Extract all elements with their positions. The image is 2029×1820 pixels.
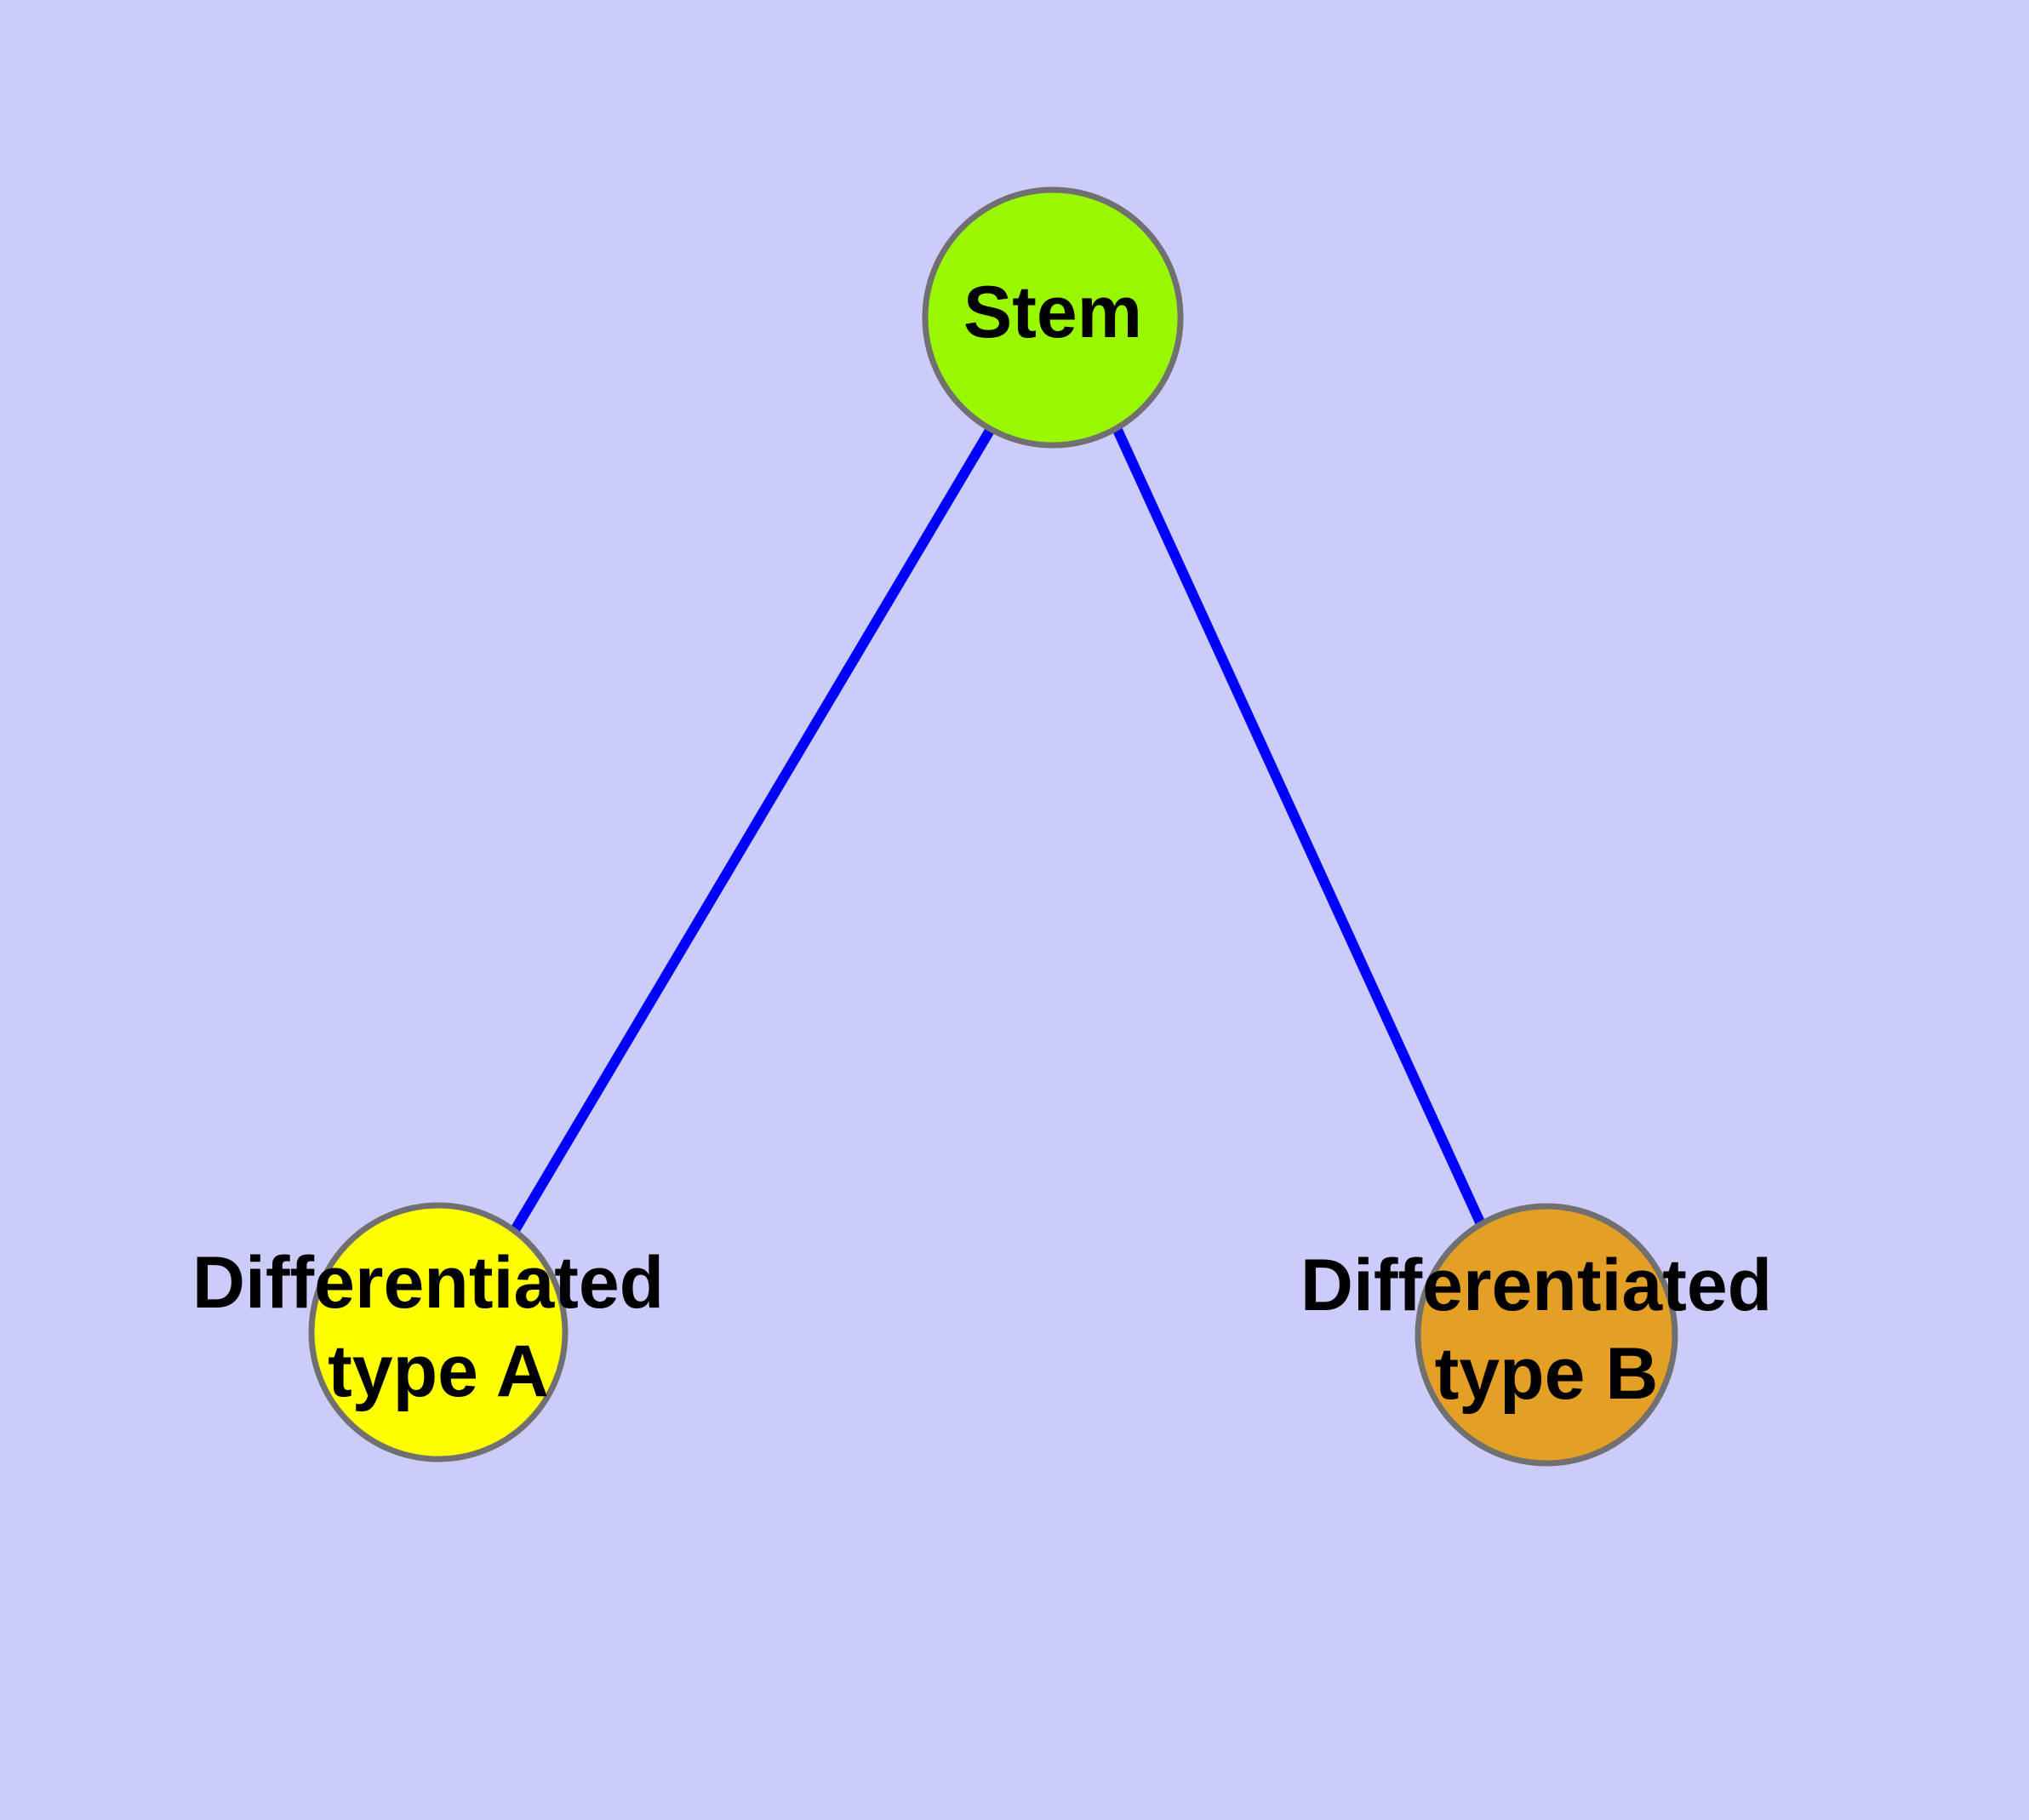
node-stem-label-line1: Stem [963, 272, 1142, 353]
node-differentiated-type-a-label: Differentiated type A [192, 1242, 684, 1412]
edge-stem-to-differentiated-type-b [1112, 427, 1486, 1227]
node-differentiated-type-b-label-line1: Differentiated [1300, 1245, 1772, 1326]
node-stem[interactable] [922, 186, 1184, 449]
node-stem-label: Stem [963, 272, 1142, 353]
node-differentiated-type-a-label-line1: Differentiated [192, 1242, 664, 1324]
edges-layer [510, 426, 1486, 1233]
node-differentiated-type-b-label: Differentiated type B [1300, 1245, 1792, 1415]
labels-layer: Stem Differentiated type A Differentiate… [192, 272, 1792, 1415]
node-differentiated-type-b-label-line2: type B [1435, 1333, 1659, 1415]
node-differentiated-type-b-circle[interactable] [1415, 1203, 1678, 1467]
node-differentiated-type-a-circle[interactable] [308, 1202, 569, 1462]
edge-stem-to-differentiated-type-a [510, 426, 996, 1233]
nodes-layer [308, 186, 1678, 1467]
node-differentiated-type-b[interactable] [1415, 1203, 1678, 1467]
node-differentiated-type-a-label-line2: type A [328, 1331, 549, 1412]
node-stem-circle[interactable] [922, 186, 1184, 449]
node-differentiated-type-a[interactable] [308, 1202, 569, 1462]
